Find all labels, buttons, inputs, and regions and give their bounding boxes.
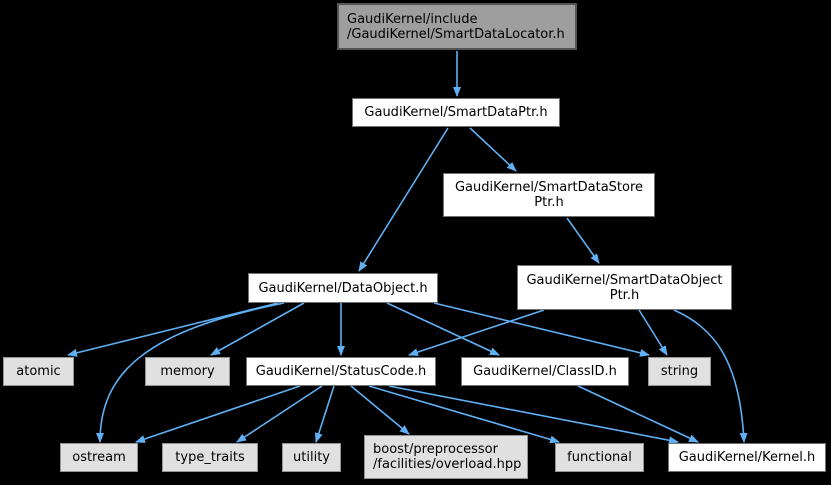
graph-node-atomic: atomic	[3, 357, 74, 386]
graph-node-ostream: ostream	[60, 443, 138, 472]
graph-node-memory: memory	[145, 357, 230, 386]
graph-node-functional: functional	[555, 443, 644, 472]
edge-smartdataobjectptr-to-statuscode	[408, 309, 545, 356]
edge-dataobject-to-string	[433, 302, 650, 357]
graph-node-smartdataobjectptr[interactable]: GaudiKernel/SmartDataObject Ptr.h	[517, 265, 732, 310]
edge-statuscode-to-type_traits	[236, 385, 323, 443]
graph-node-statuscode[interactable]: GaudiKernel/StatusCode.h	[246, 357, 436, 386]
edge-statuscode-to-functional	[368, 385, 560, 444]
graph-node-smartdatalocator: GaudiKernel/include /GaudiKernel/SmartDa…	[337, 3, 577, 50]
graph-node-dataobject[interactable]: GaudiKernel/DataObject.h	[248, 273, 438, 303]
graph-node-type_traits: type_traits	[162, 443, 258, 472]
edge-statuscode-to-ostream	[135, 385, 301, 443]
graph-node-smartdatastoreptr[interactable]: GaudiKernel/SmartDataStore Ptr.h	[443, 173, 655, 217]
graph-node-utility: utility	[282, 443, 341, 472]
graph-node-string: string	[648, 357, 711, 386]
edge-classid-to-kernel	[577, 385, 699, 443]
edge-smartdataptr-to-smartdatastoreptr	[469, 127, 517, 172]
edge-dataobject-to-memory	[210, 302, 305, 356]
graph-node-kernel[interactable]: GaudiKernel/Kernel.h	[668, 443, 826, 472]
edge-statuscode-to-kernel	[388, 385, 679, 445]
graph-node-smartdataptr[interactable]: GaudiKernel/SmartDataPtr.h	[352, 98, 560, 127]
edge-smartdataobjectptr-to-kernel	[673, 309, 748, 443]
edge-dataobject-to-classid	[386, 302, 500, 356]
graph-node-classid[interactable]: GaudiKernel/ClassID.h	[461, 357, 629, 386]
edge-statuscode-to-boost_overload	[350, 385, 410, 435]
edge-dataobject-to-ostream	[96, 302, 285, 443]
edge-statuscode-to-utility	[314, 385, 335, 443]
edge-smartdatastoreptr-to-smartdataobjectptr	[566, 217, 600, 264]
edge-smartdataptr-to-dataobject	[358, 127, 449, 272]
edge-smartdataobjectptr-to-string	[638, 309, 668, 356]
graph-node-boost_overload: boost/preprocessor /facilities/overload.…	[364, 435, 528, 479]
